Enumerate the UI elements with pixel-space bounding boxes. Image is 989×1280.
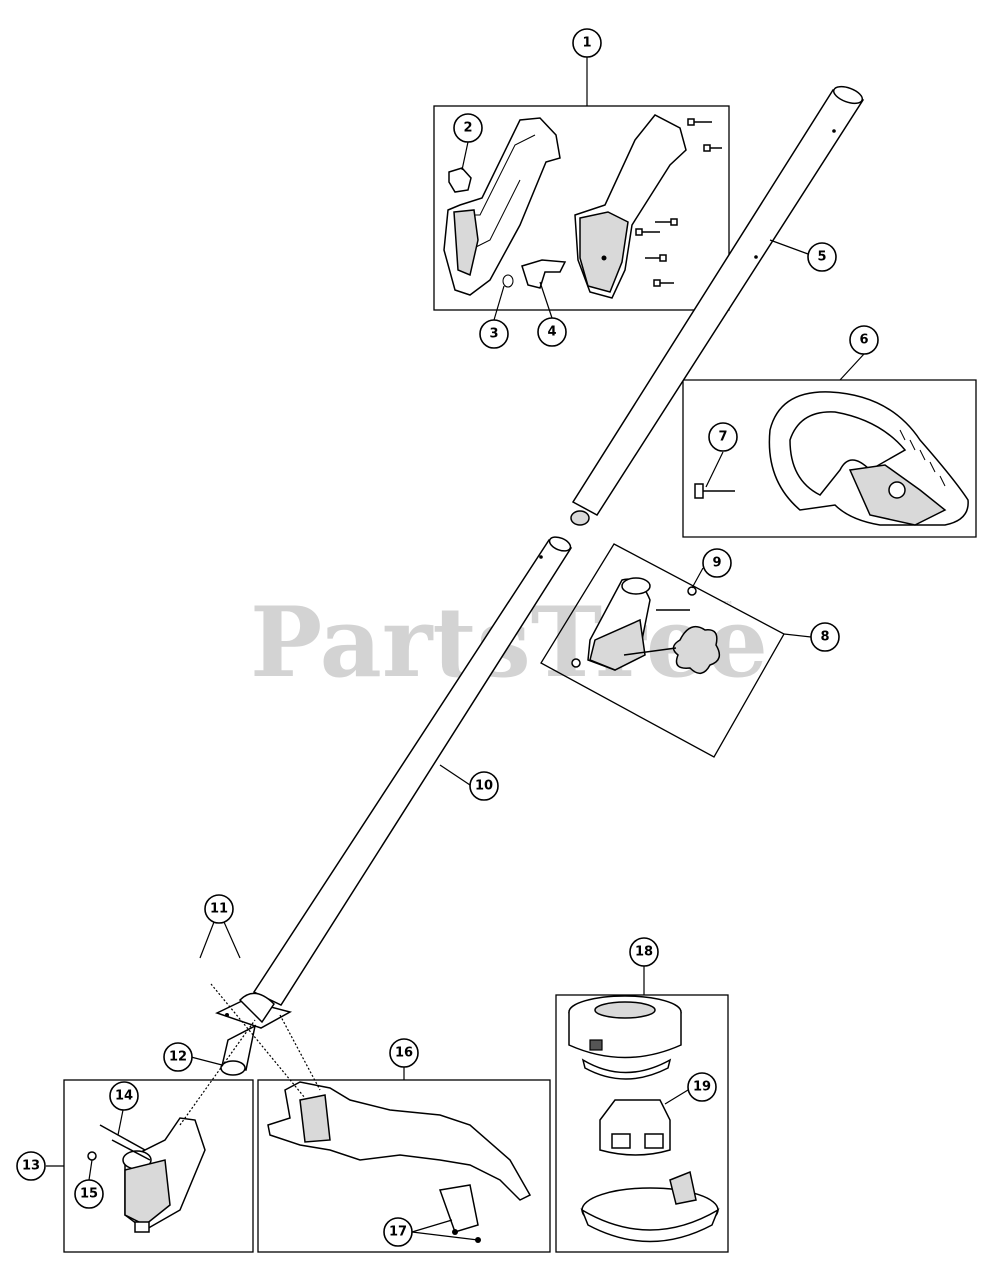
callout-6: 6 bbox=[849, 325, 879, 355]
svg-text:4: 4 bbox=[547, 325, 556, 340]
trimmer-head-cover bbox=[568, 995, 682, 1080]
assist-handle-bolt bbox=[694, 483, 735, 499]
callout-5: 5 bbox=[807, 242, 837, 272]
svg-text:16: 16 bbox=[395, 1046, 413, 1061]
svg-text:19: 19 bbox=[693, 1080, 711, 1095]
callout-4: 4 bbox=[537, 317, 567, 347]
handle-screws bbox=[635, 118, 722, 287]
svg-text:9: 9 bbox=[712, 556, 721, 571]
gearbox-screws bbox=[87, 1124, 151, 1161]
shaft-clamp bbox=[215, 992, 293, 1029]
callout-12: 12 bbox=[163, 1042, 193, 1072]
callout-17: 17 bbox=[383, 1217, 413, 1247]
spring bbox=[502, 274, 514, 288]
svg-text:11: 11 bbox=[210, 902, 228, 917]
coupler-knob bbox=[623, 625, 721, 674]
svg-text:5: 5 bbox=[817, 250, 826, 265]
svg-text:7: 7 bbox=[718, 430, 727, 445]
callout-19: 19 bbox=[687, 1072, 717, 1102]
box-coupler bbox=[540, 543, 785, 758]
callout-1: 1 bbox=[572, 28, 602, 58]
handle-half-right bbox=[574, 114, 687, 299]
svg-text:8: 8 bbox=[820, 630, 829, 645]
box-assist-handle bbox=[682, 379, 977, 538]
lower-shaft bbox=[252, 536, 573, 1006]
svg-text:10: 10 bbox=[475, 779, 493, 794]
trigger-lock bbox=[448, 167, 472, 193]
svg-text:6: 6 bbox=[859, 333, 868, 348]
svg-text:2: 2 bbox=[463, 121, 472, 136]
svg-text:13: 13 bbox=[22, 1159, 40, 1174]
svg-text:17: 17 bbox=[389, 1225, 407, 1240]
callout-13: 13 bbox=[16, 1151, 46, 1181]
svg-text:18: 18 bbox=[635, 945, 653, 960]
callout-7: 7 bbox=[708, 422, 738, 452]
trimmer-spool bbox=[599, 1099, 671, 1156]
svg-text:12: 12 bbox=[169, 1050, 187, 1065]
callout-14: 14 bbox=[109, 1081, 139, 1111]
callout-9: 9 bbox=[702, 548, 732, 578]
svg-text:3: 3 bbox=[489, 327, 498, 342]
box-handle-assembly bbox=[433, 105, 730, 311]
shaft-coupler bbox=[587, 577, 651, 671]
svg-text:1: 1 bbox=[582, 36, 591, 51]
box-trimmer-head bbox=[555, 994, 729, 1253]
callout-18: 18 bbox=[629, 937, 659, 967]
handle-half-left bbox=[443, 117, 561, 296]
callout-8: 8 bbox=[810, 622, 840, 652]
leader-lines bbox=[46, 57, 865, 1241]
assist-handle bbox=[768, 391, 969, 526]
drive-tube bbox=[220, 1024, 257, 1076]
callout-2: 2 bbox=[453, 113, 483, 143]
trimmer-base bbox=[580, 1170, 720, 1243]
trimmer-guard bbox=[267, 1081, 532, 1243]
gearbox bbox=[122, 1117, 206, 1233]
callout-15: 15 bbox=[74, 1179, 104, 1209]
upper-shaft bbox=[570, 85, 865, 526]
callout-3: 3 bbox=[479, 319, 509, 349]
callout-11: 11 bbox=[204, 894, 234, 924]
svg-text:15: 15 bbox=[80, 1187, 98, 1202]
svg-text:14: 14 bbox=[115, 1089, 133, 1104]
callout-10: 10 bbox=[469, 771, 499, 801]
coupler-screws bbox=[571, 586, 697, 668]
trigger bbox=[521, 259, 567, 289]
callout-16: 16 bbox=[389, 1038, 419, 1068]
